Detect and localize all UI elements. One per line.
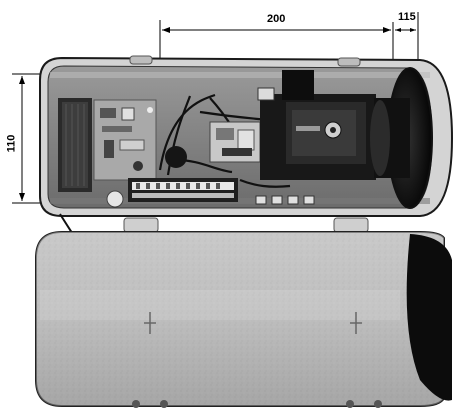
front-window (370, 67, 433, 209)
heater-block (58, 98, 92, 192)
circuit-board (93, 99, 157, 181)
power-module (209, 121, 261, 163)
height-dimension-label: 110 (5, 134, 18, 153)
dimension-arrowheads (19, 27, 416, 201)
width-dimension-label: 200 (267, 13, 286, 25)
terminal-strip (128, 178, 238, 202)
fuse-holder (106, 190, 124, 208)
camera-body (257, 70, 376, 180)
lower-housing (35, 231, 452, 408)
rail-bolts (255, 195, 315, 205)
cable-grommet (165, 146, 187, 168)
front-dimension-label: 115 (398, 11, 416, 23)
dimension-lines (12, 12, 419, 204)
hinges (123, 217, 369, 233)
